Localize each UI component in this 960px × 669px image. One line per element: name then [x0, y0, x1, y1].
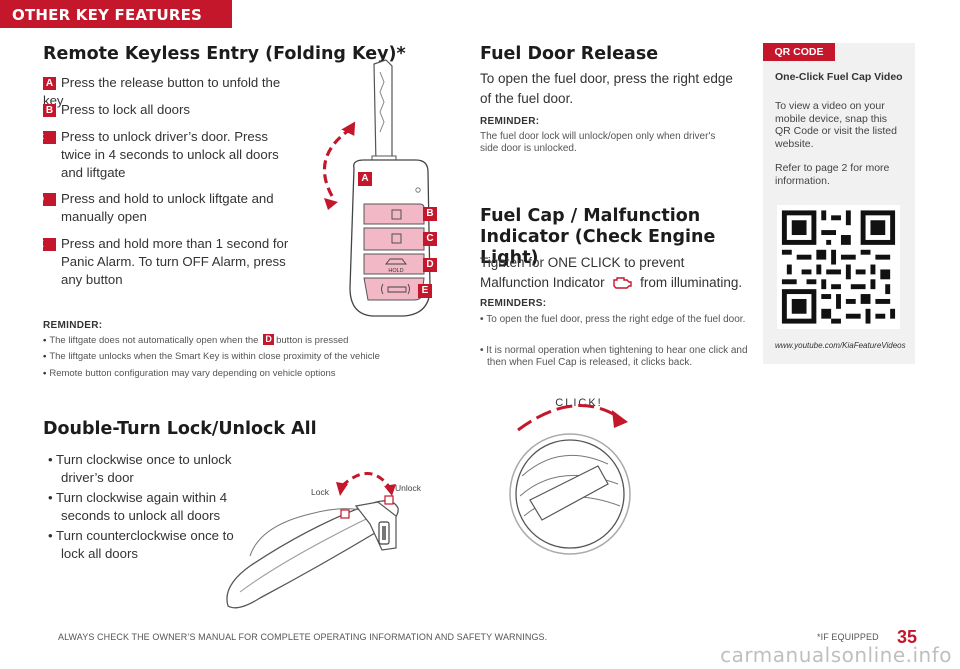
fob-label-b: B	[423, 207, 437, 221]
lock-label: Lock	[311, 487, 329, 497]
reminder-badge: D	[263, 334, 275, 345]
step-badge: D	[37, 193, 56, 206]
door-handle-illustration	[226, 472, 399, 609]
step-badge: C	[37, 131, 56, 144]
section-banner: OTHER KEY FEATURES	[0, 0, 232, 28]
hold-label: HOLD	[388, 268, 403, 274]
fuel-cap-reminder-1: • To open the fuel door, press the right…	[480, 314, 746, 325]
double-turn-item-2: • Turn clockwise again within 4 seconds …	[48, 490, 228, 523]
key-fob-illustration: HOLD	[322, 59, 431, 317]
fob-label-e: E	[418, 284, 432, 298]
qr-title: One-Click Fuel Cap Video	[775, 71, 903, 83]
qr-code-icon	[781, 210, 896, 324]
qr-code-box[interactable]	[777, 205, 900, 329]
step-text: Press to lock all doors	[61, 102, 190, 117]
page-number: 35	[897, 627, 918, 647]
remote-step-b: B Press to lock all doors	[43, 101, 283, 119]
watermark-text: carmanualsonline.info	[720, 643, 952, 667]
remote-step-c: C Press to unlock driver’s door. Press tw…	[37, 128, 296, 182]
remote-step-d: D Press and hold to unlock liftgate and m…	[37, 190, 296, 226]
qr-text-1: To view a video on your mobile device, s…	[775, 100, 897, 150]
qr-text-2: Refer to page 2 for more information.	[775, 162, 890, 187]
step-badge: A	[43, 77, 56, 90]
double-turn-item-3: • Turn counterclockwise once to lock all…	[48, 528, 234, 561]
remote-step-e: E Press and hold more than 1 second for P…	[37, 235, 301, 289]
step-text: Press and hold to unlock liftgate and ma…	[61, 191, 274, 224]
qr-tag: QR CODE	[763, 43, 835, 61]
fob-label-a: A	[358, 172, 372, 186]
fob-label-d: D	[423, 258, 437, 272]
footer-warning: ALWAYS CHECK THE OWNER’S MANUAL FOR COMP…	[58, 632, 548, 642]
fuel-cap-body: Tighten for ONE CLICK to prevent Malfunc…	[480, 255, 743, 290]
fob-label-c: C	[423, 232, 437, 246]
remote-reminder-1: •The liftgate does not automatically ope…	[43, 334, 349, 346]
fuel-cap-title: Fuel Cap / Malfunction Indicator (Check …	[480, 206, 716, 268]
footer-if-equipped: *IF EQUIPPED	[817, 632, 879, 642]
remote-reminder-title: REMINDER:	[43, 320, 103, 331]
fuel-door-body: To open the fuel door, press the right e…	[480, 71, 733, 106]
fuel-cap-reminders-title: REMINDERS:	[480, 298, 547, 309]
remote-reminder-2: •The liftgate unlocks when the Smart Key…	[43, 351, 380, 362]
double-turn-title: Double-Turn Lock/Unlock All	[43, 419, 317, 439]
check-engine-icon	[613, 277, 633, 289]
fuel-cap-reminder-2: • It is normal operation when tightening…	[480, 345, 748, 368]
fuel-cap-illustration: CLICK!	[509, 397, 631, 555]
step-badge: B	[43, 104, 56, 117]
fuel-door-title: Fuel Door Release	[480, 44, 659, 64]
step-badge: E	[37, 238, 56, 251]
step-text: Press and hold more than 1 second for Pa…	[61, 236, 289, 287]
remote-keyless-title: Remote Keyless Entry (Folding Key)*	[43, 44, 406, 64]
step-text: Press to unlock driver’s door. Press twi…	[61, 129, 279, 180]
fuel-door-reminder-title: REMINDER:	[480, 116, 540, 127]
qr-url[interactable]: www.youtube.com/KiaFeatureVideos	[775, 341, 906, 350]
double-turn-item-1: • Turn clockwise once to unlock driver’s…	[48, 452, 232, 485]
remote-reminder-3: •Remote button configuration may vary de…	[43, 368, 336, 379]
fuel-door-reminder: The fuel door lock will unlock/open only…	[480, 131, 716, 154]
unlock-label: Unlock	[395, 483, 421, 493]
